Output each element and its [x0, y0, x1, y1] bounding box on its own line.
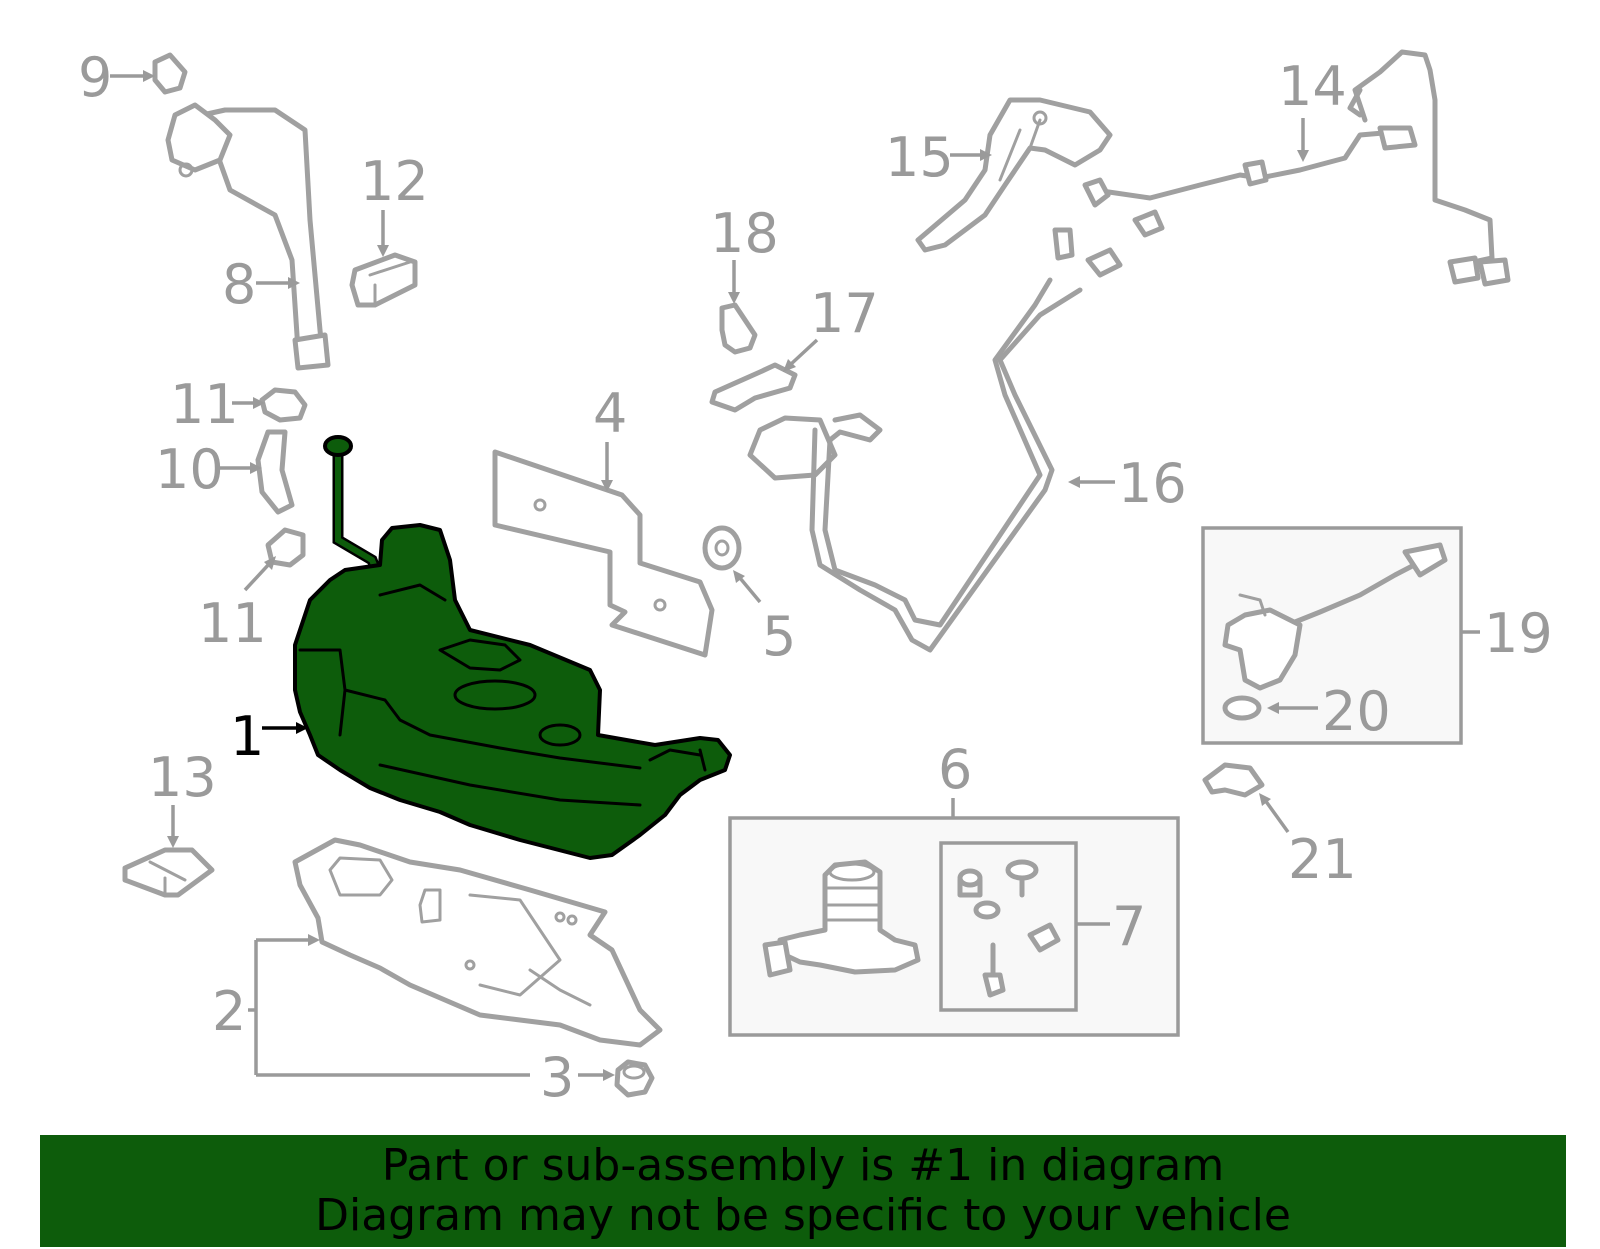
part-12-bracket[interactable] [349, 252, 418, 308]
part-13-shield[interactable] [122, 847, 215, 898]
callout-7[interactable]: 7 [1112, 895, 1146, 958]
callout-11-upper[interactable]: 11 [170, 373, 239, 436]
part-1-fuel-tank[interactable] [293, 435, 732, 860]
part-15-shield[interactable] [915, 97, 1113, 253]
callout-19[interactable]: 19 [1484, 602, 1553, 665]
info-banner: Part or sub-assembly is #1 in diagram Di… [40, 1135, 1566, 1247]
callout-4[interactable]: 4 [593, 382, 627, 445]
callout-labels: 9 12 8 11 10 11 1 13 2 3 4 5 18 17 15 14… [78, 46, 1553, 1109]
callout-3[interactable]: 3 [540, 1046, 574, 1109]
callout-9[interactable]: 9 [78, 46, 112, 109]
part-14-harness[interactable] [1082, 49, 1511, 287]
callout-8[interactable]: 8 [222, 253, 256, 316]
callout-16[interactable]: 16 [1118, 452, 1187, 515]
callout-6[interactable]: 6 [938, 738, 972, 801]
part-9-cap[interactable] [152, 52, 188, 95]
part-8-filler-pipe[interactable] [165, 102, 331, 371]
callout-18[interactable]: 18 [710, 202, 779, 265]
callout-17[interactable]: 17 [810, 282, 879, 345]
callout-5[interactable]: 5 [762, 605, 796, 668]
callout-11-lower[interactable]: 11 [198, 592, 267, 655]
callout-21[interactable]: 21 [1288, 828, 1357, 891]
part-17-bracket[interactable] [709, 362, 798, 413]
part-4-bracket[interactable] [492, 449, 715, 658]
part-10-hose[interactable] [255, 429, 295, 515]
callout-12[interactable]: 12 [360, 150, 429, 213]
callout-15[interactable]: 15 [885, 126, 954, 189]
callout-14[interactable]: 14 [1278, 55, 1347, 118]
banner-line-1: Part or sub-assembly is #1 in diagram [381, 1140, 1225, 1191]
callout-2[interactable]: 2 [212, 980, 246, 1043]
part-6-pump[interactable] [762, 859, 921, 978]
leaders [110, 70, 1480, 1081]
part-16-tube[interactable] [747, 227, 1123, 653]
part-18-clip[interactable] [719, 302, 758, 355]
callout-1[interactable]: 1 [230, 705, 264, 768]
callout-13[interactable]: 13 [148, 746, 217, 809]
part-19-sender[interactable] [1222, 542, 1448, 691]
part-11-clamp-upper[interactable] [259, 387, 308, 423]
part-5-washer[interactable] [702, 525, 742, 571]
callout-10[interactable]: 10 [155, 438, 224, 501]
banner-line-2: Diagram may not be specific to your vehi… [315, 1190, 1291, 1241]
callout-20[interactable]: 20 [1322, 680, 1391, 743]
part-21-lock-ring[interactable] [1202, 762, 1265, 798]
part-7-hardware[interactable] [957, 859, 1061, 998]
part-2-skid-plate[interactable] [292, 837, 663, 1048]
part-3-nut[interactable] [614, 1059, 655, 1098]
part-20-seal[interactable] [1222, 695, 1262, 721]
